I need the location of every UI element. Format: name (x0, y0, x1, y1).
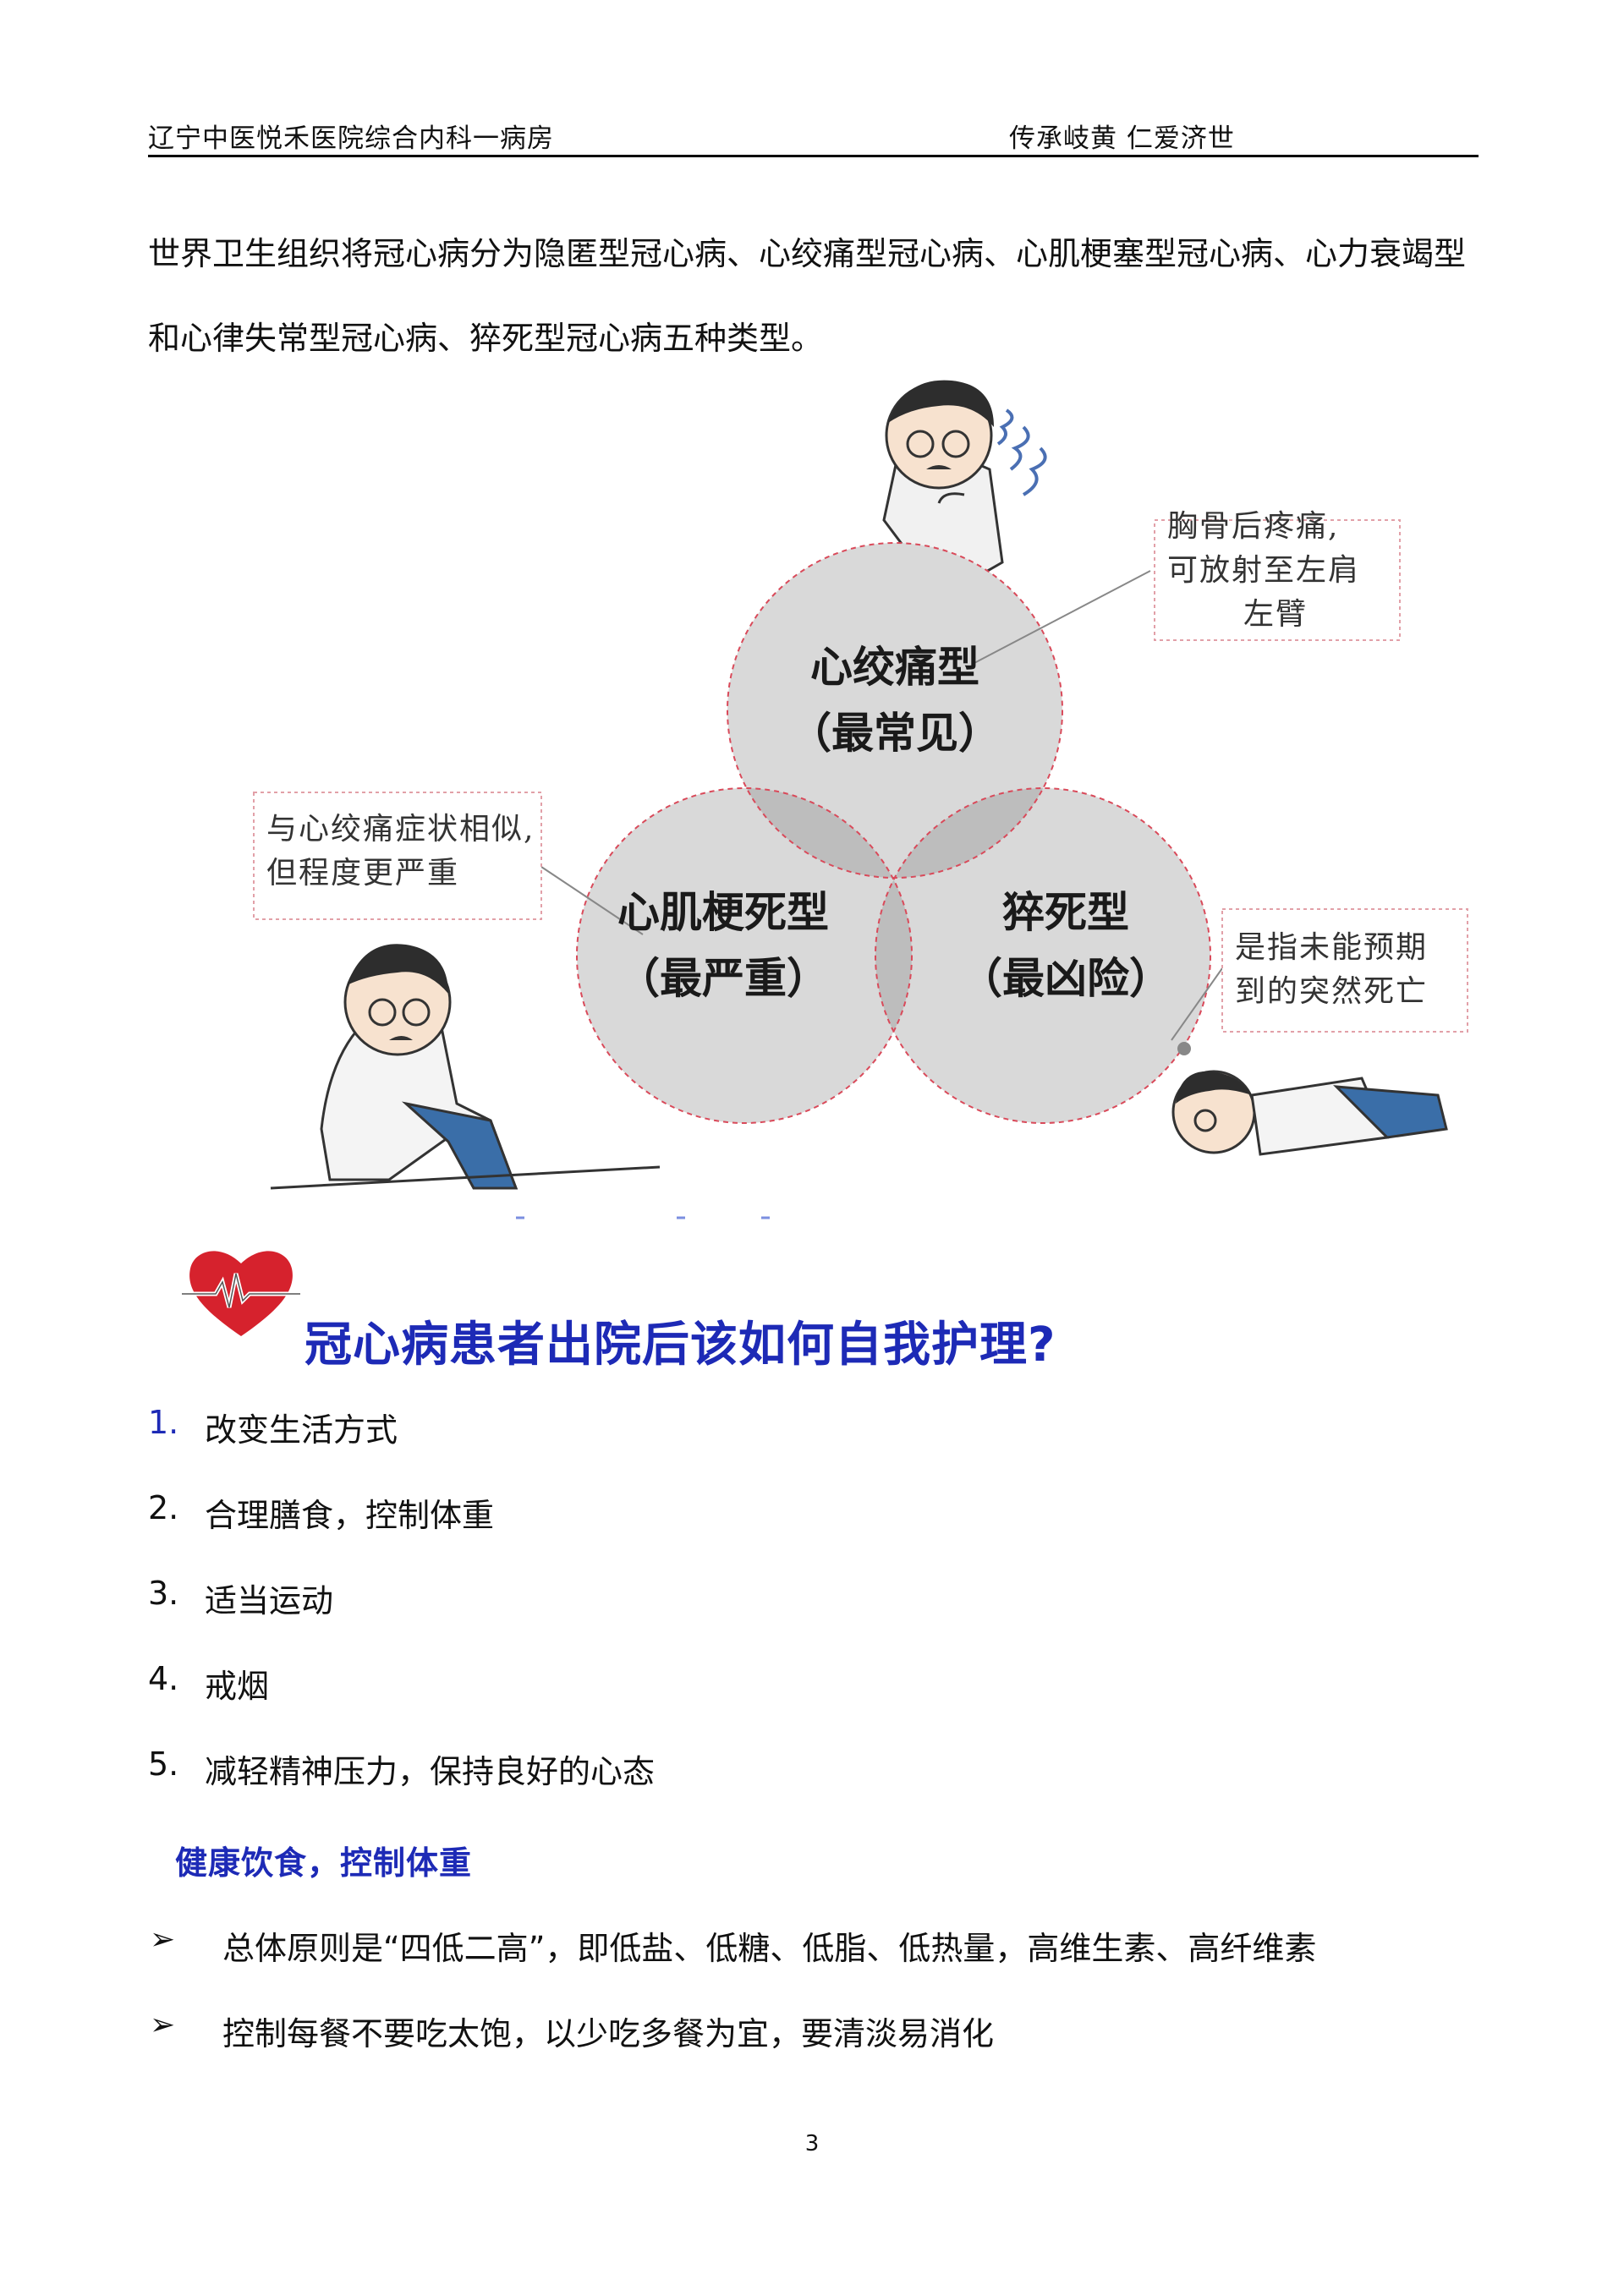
bullet-text: 控制每餐不要吃太饱，以少吃多餐为宜，要清淡易消化 (222, 2015, 995, 2052)
diet-subheading: 健康饮食，控制体重 (175, 1844, 473, 1882)
top-circle-title: 心绞痛型 (810, 643, 979, 692)
section-title: 冠心病患者出院后该如何自我护理? (304, 1318, 1056, 1373)
list-number: 2. (148, 1489, 179, 1526)
header-right-text: 传承岐黄 仁爱济世 (1009, 123, 1235, 154)
left-circle-subtitle: （最严重） (617, 954, 829, 1003)
top-circle-subtitle: （最常见） (789, 709, 1001, 758)
right-circle-title: 猝死型 (1002, 888, 1129, 937)
list-number: 5. (148, 1745, 179, 1783)
list-text: 合理膳食，控制体重 (205, 1497, 495, 1534)
right-circle-subtitle: （最凶险） (960, 954, 1171, 1003)
list-text: 戒烟 (205, 1668, 270, 1705)
chd-types-diagram: 心绞痛型 （最常见） 心肌梗死型 （最严重） 猝死型 （最凶险） 胸骨后疼痛, … (237, 376, 1489, 1222)
right-circle-label: 猝死型 （最凶险） (914, 879, 1218, 1011)
list-item: 5. 减轻精神压力，保持良好的心态 (148, 1745, 1501, 1831)
list-number: 3. (148, 1575, 179, 1612)
intro-paragraph: 世界卫生组织将冠心病分为隐匿型冠心病、心绞痛型冠心病、心肌梗塞型冠心病、心力衰竭… (148, 235, 1467, 357)
list-item: 3. 适当运动 (148, 1575, 1501, 1660)
list-number: 4. (148, 1660, 179, 1697)
bullet-item: ➢ 总体原则是“四低二高”，即低盐、低糖、低脂、低热量，高维生素、高纤维素 (148, 1922, 1501, 2008)
venn-graphic (253, 380, 1468, 1219)
right-circle (875, 788, 1210, 1123)
header-left-text: 辽宁中医悦禾医院综合内科一病房 (148, 123, 554, 154)
arrow-bullet-icon: ➢ (150, 1922, 176, 1957)
bullet-text: 总体原则是“四低二高”，即低盐、低糖、低脂、低热量，高维生素、高纤维素 (222, 1930, 1317, 1967)
man-collapsed-illustration (1171, 1042, 1448, 1156)
bullet-item: ➢ 控制每餐不要吃太饱，以少吃多餐为宜，要清淡易消化 (148, 2008, 1501, 2093)
page-number: 3 (804, 2131, 820, 2156)
callout-infarction: 与心绞痛症状相似, 但程度更严重 (266, 812, 535, 890)
top-circle (727, 543, 1062, 878)
list-item: 4. 戒烟 (148, 1660, 1501, 1745)
header-rule (148, 155, 1479, 157)
left-circle-title: 心肌梗死型 (617, 888, 829, 937)
diet-bullets: ➢ 总体原则是“四低二高”，即低盐、低糖、低脂、低热量，高维生素、高纤维素 ➢ … (148, 1922, 1501, 2093)
list-text: 适当运动 (205, 1582, 334, 1619)
callout-angina: 胸骨后疼痛, 可放射至左肩 左臂 (1167, 509, 1361, 632)
top-circle-label: 心绞痛型 （最常见） (743, 634, 1047, 766)
list-item: 1. 改变生活方式 (148, 1404, 1501, 1489)
left-circle (577, 788, 912, 1123)
man-kneeling-illustration (270, 944, 661, 1190)
heart-ecg-icon (182, 1251, 300, 1336)
list-text: 改变生活方式 (205, 1411, 398, 1449)
list-number: 1. (148, 1404, 179, 1441)
list-text: 减轻精神压力，保持良好的心态 (205, 1753, 656, 1790)
arrow-bullet-icon: ➢ (150, 2008, 176, 2042)
list-item: 2. 合理膳食，控制体重 (148, 1489, 1501, 1575)
left-circle-label: 心肌梗死型 （最严重） (562, 879, 884, 1011)
self-care-steps: 1. 改变生活方式 2. 合理膳食，控制体重 3. 适当运动 4. 戒烟 5. … (148, 1404, 1501, 1831)
callout-sudden-death: 是指未能预期 到的突然死亡 (1235, 930, 1429, 1009)
